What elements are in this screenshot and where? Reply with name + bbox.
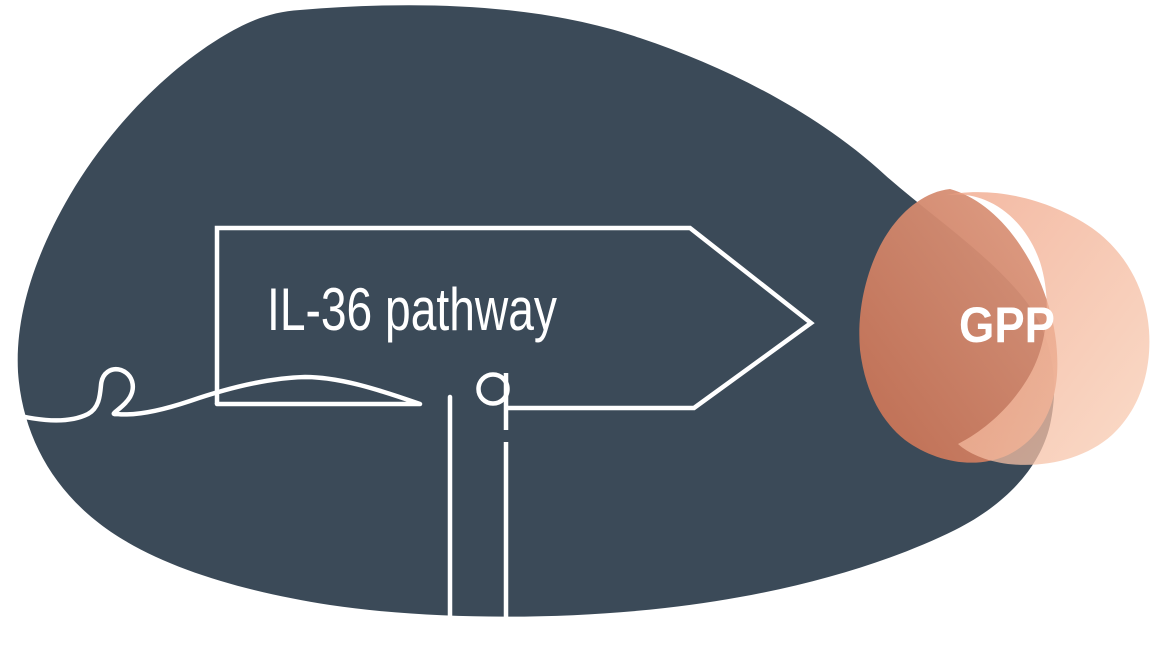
salmon-blob-back [859, 189, 1058, 463]
signpost-arrow-outline [214, 225, 815, 411]
navy-blob-shape [17, 5, 1055, 617]
peach-blob-front [942, 192, 1150, 465]
gpp-label: GPP [959, 297, 1055, 353]
thread-doodle-left [5, 367, 423, 423]
sign-label: IL-36 pathway [267, 276, 557, 343]
